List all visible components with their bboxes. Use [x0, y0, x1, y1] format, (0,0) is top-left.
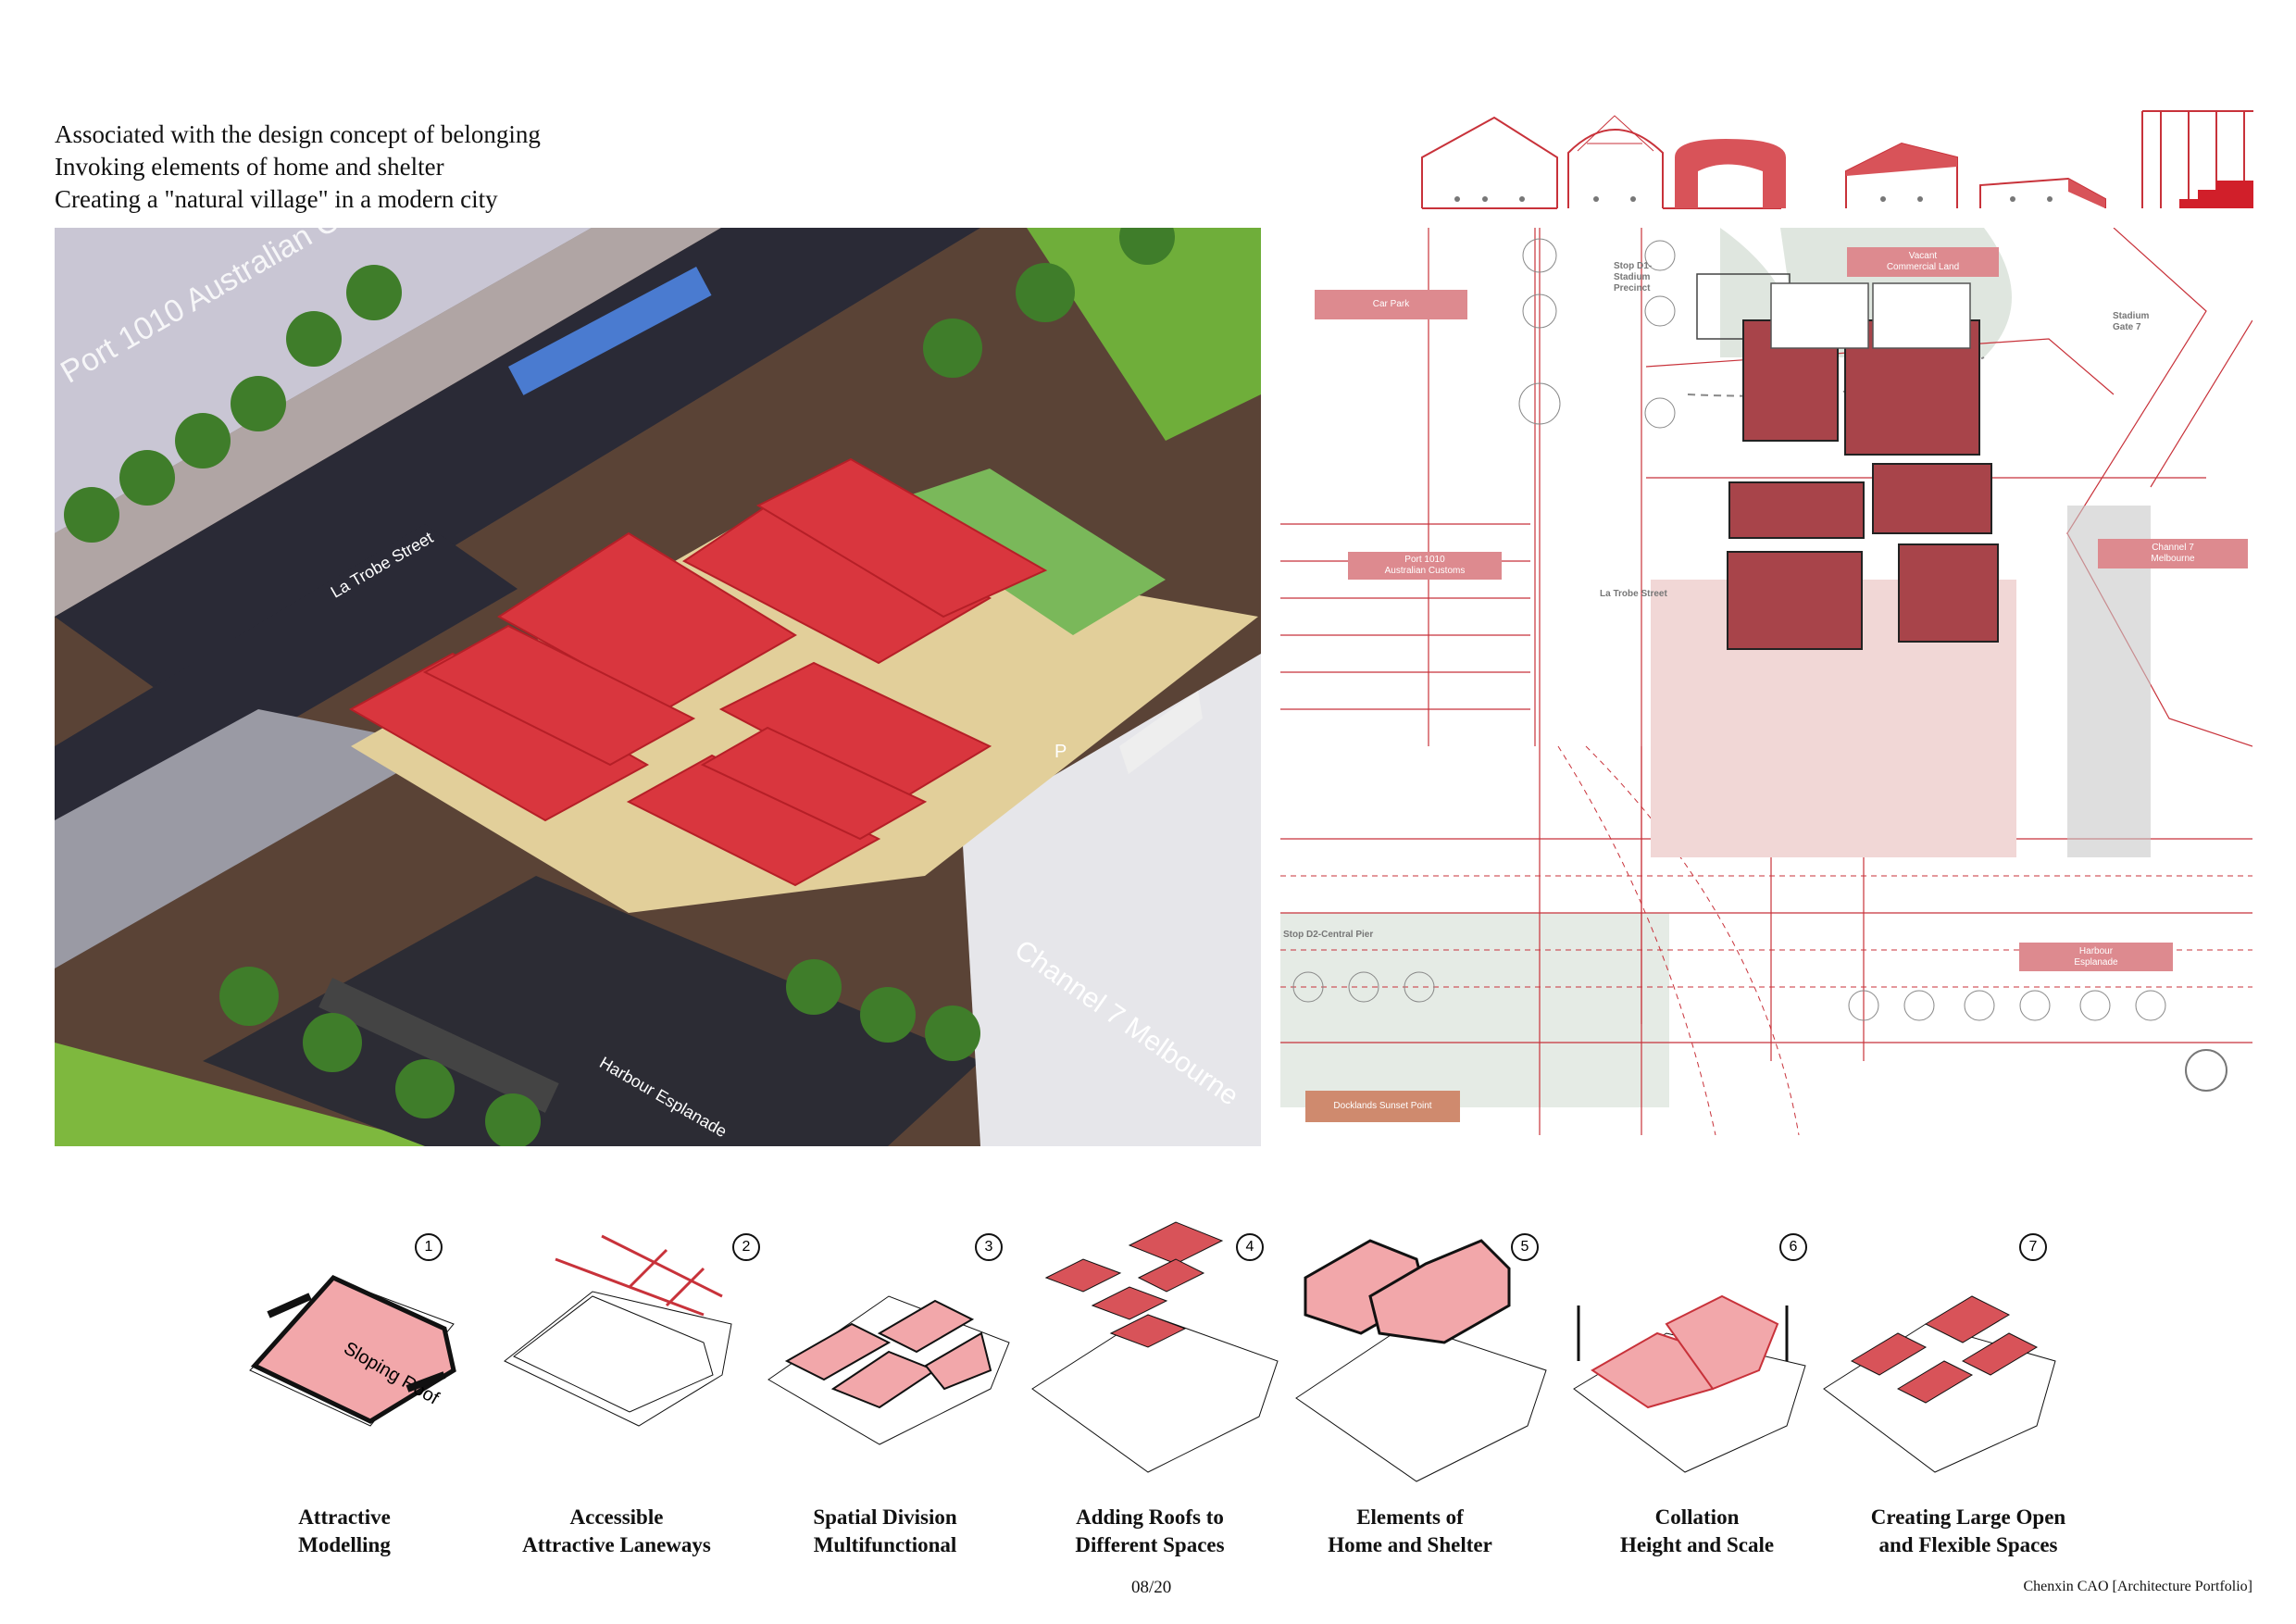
diagram-2 — [504, 1234, 732, 1427]
channel7-building — [962, 654, 1261, 1146]
tram — [508, 267, 712, 395]
caption-line: Spatial Division — [813, 1505, 957, 1529]
caption-line: Attractive — [298, 1505, 391, 1529]
diagram-number: 2 — [732, 1233, 760, 1261]
diagram-4 — [1031, 1221, 1279, 1473]
diagram-3 — [767, 1295, 1010, 1445]
map-label-channel7: Channel 7 Melbourne — [2098, 539, 2248, 568]
diagram-7 — [1823, 1295, 2056, 1473]
map-text-stop-d1: Stop D1- Stadium Precinct — [1614, 261, 1653, 294]
map-label-car-park: Car Park — [1315, 290, 1467, 319]
map-label-harbour-esplanade: Harbour Esplanade — [2019, 943, 2173, 971]
caption-line: Modelling — [298, 1533, 391, 1556]
section-arch — [1567, 129, 1664, 208]
diagram-number: 1 — [415, 1233, 443, 1261]
section-colonnade — [2141, 110, 2253, 208]
north-arrow-icon — [2185, 1049, 2227, 1092]
intro-line: Invoking elements of home and shelter — [55, 153, 444, 181]
diagram-1: Sloping Roof — [249, 1274, 456, 1427]
diagram-5 — [1295, 1239, 1547, 1482]
map-text-la-trobe: La Trobe Street — [1600, 589, 1667, 599]
section-gable — [1421, 116, 1558, 208]
caption-line: Height and Scale — [1619, 1533, 1775, 1556]
section-vault — [1675, 139, 1786, 208]
caption-line: Collation — [1654, 1505, 1740, 1529]
intro-line: Creating a "natural village" in a modern… — [55, 185, 498, 213]
tram-bottom — [318, 978, 559, 1113]
caption-line: Adding Roofs to — [1076, 1505, 1224, 1529]
caption-line: and Flexible Spaces — [1878, 1533, 2058, 1556]
truck — [1119, 691, 1203, 774]
diagram-caption: Adding Roofs to Different Spaces — [1029, 1504, 1270, 1559]
caption-line: Elements of — [1356, 1505, 1464, 1529]
map-label-port1010: Port 1010 Australian Customs — [1348, 552, 1502, 580]
map-text-stadium-gate: Stadium Gate 7 — [2113, 311, 2150, 332]
intro-text: Associated with the design concept of be… — [55, 119, 541, 216]
map-label-vacant-land: Vacant Commercial Land — [1847, 247, 1999, 277]
intro-line: Associated with the design concept of be… — [55, 120, 541, 148]
caption-line: Accessible — [569, 1505, 664, 1529]
caption-line: Different Spaces — [1075, 1533, 1225, 1556]
map-label-docklands: Docklands Sunset Point — [1305, 1091, 1460, 1122]
diagram-number: 6 — [1779, 1233, 1807, 1261]
caption-line: Multifunctional — [813, 1533, 957, 1556]
render-image — [55, 228, 1261, 1146]
map-text-stop-d2: Stop D2-Central Pier — [1283, 930, 1374, 940]
caption-line: Home and Shelter — [1328, 1533, 1492, 1556]
diagram-number: 4 — [1236, 1233, 1264, 1261]
red-roofs — [348, 457, 1048, 887]
grass-area — [1027, 228, 1261, 441]
site-plan: Car Park Vacant Commercial Land Stop D1-… — [1280, 227, 2253, 1136]
diagram-6 — [1573, 1294, 1806, 1473]
author-credit: Chenxin CAO [Architecture Portfolio] — [2023, 1579, 2253, 1594]
diagram-number: 3 — [975, 1233, 1003, 1261]
parking-label: P — [1054, 742, 1067, 762]
la-trobe-street-road — [55, 228, 980, 709]
axonometric-render: Port 1010 Australian Customs La Trobe St… — [55, 228, 1261, 1146]
diagram-number: 7 — [2019, 1233, 2047, 1261]
section-sketches — [1421, 110, 2253, 209]
page-number: 08/20 — [1131, 1578, 1172, 1597]
diagram-number: 5 — [1511, 1233, 1539, 1261]
site-plan-drawing — [1280, 227, 2253, 1136]
diagram-caption: Creating Large Open and Flexible Spaces — [1848, 1504, 2089, 1559]
plan-roofs — [1727, 319, 1999, 650]
caption-line: Creating Large Open — [1870, 1505, 2066, 1529]
concept-diagrams: Sloping Roof — [249, 1221, 2056, 1482]
caption-line: Attractive Laneways — [522, 1533, 711, 1556]
diagram-caption: Elements of Home and Shelter — [1290, 1504, 1530, 1559]
